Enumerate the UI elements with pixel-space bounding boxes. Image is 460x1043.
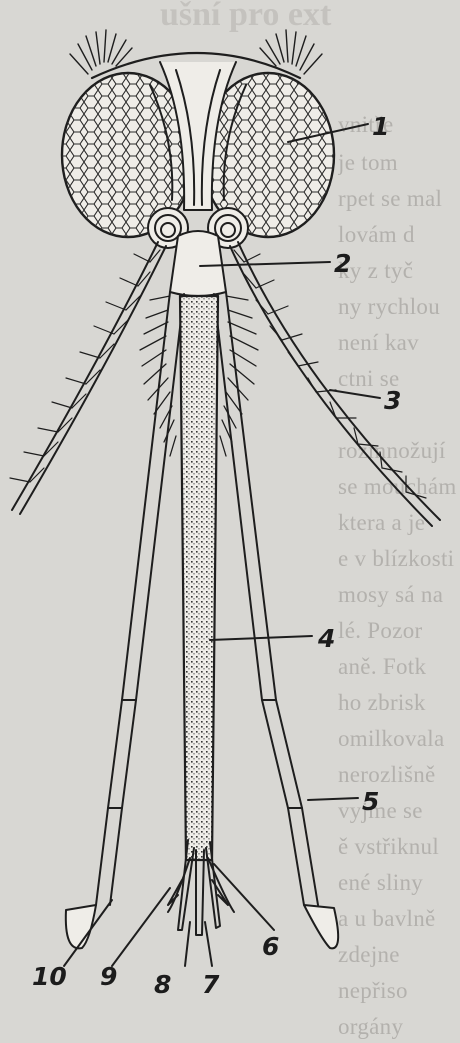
palp-left bbox=[66, 292, 184, 948]
bristle-tuft-right bbox=[260, 30, 322, 74]
antenna-right bbox=[230, 242, 440, 526]
leader-lines bbox=[64, 124, 380, 966]
clypeus bbox=[170, 231, 226, 296]
palp-right bbox=[214, 292, 338, 948]
label-2: 2 bbox=[334, 249, 351, 278]
label-3: 3 bbox=[384, 386, 401, 415]
label-9: 9 bbox=[100, 962, 117, 991]
label-7: 7 bbox=[202, 970, 219, 999]
label-5: 5 bbox=[362, 787, 379, 816]
label-1: 1 bbox=[372, 112, 389, 141]
proboscis bbox=[180, 296, 218, 860]
bristle-tuft-left bbox=[70, 30, 132, 74]
label-8: 8 bbox=[154, 970, 171, 999]
label-10: 10 bbox=[32, 962, 67, 991]
antenna-left bbox=[10, 242, 166, 514]
label-4: 4 bbox=[318, 624, 335, 653]
label-6: 6 bbox=[262, 932, 279, 961]
